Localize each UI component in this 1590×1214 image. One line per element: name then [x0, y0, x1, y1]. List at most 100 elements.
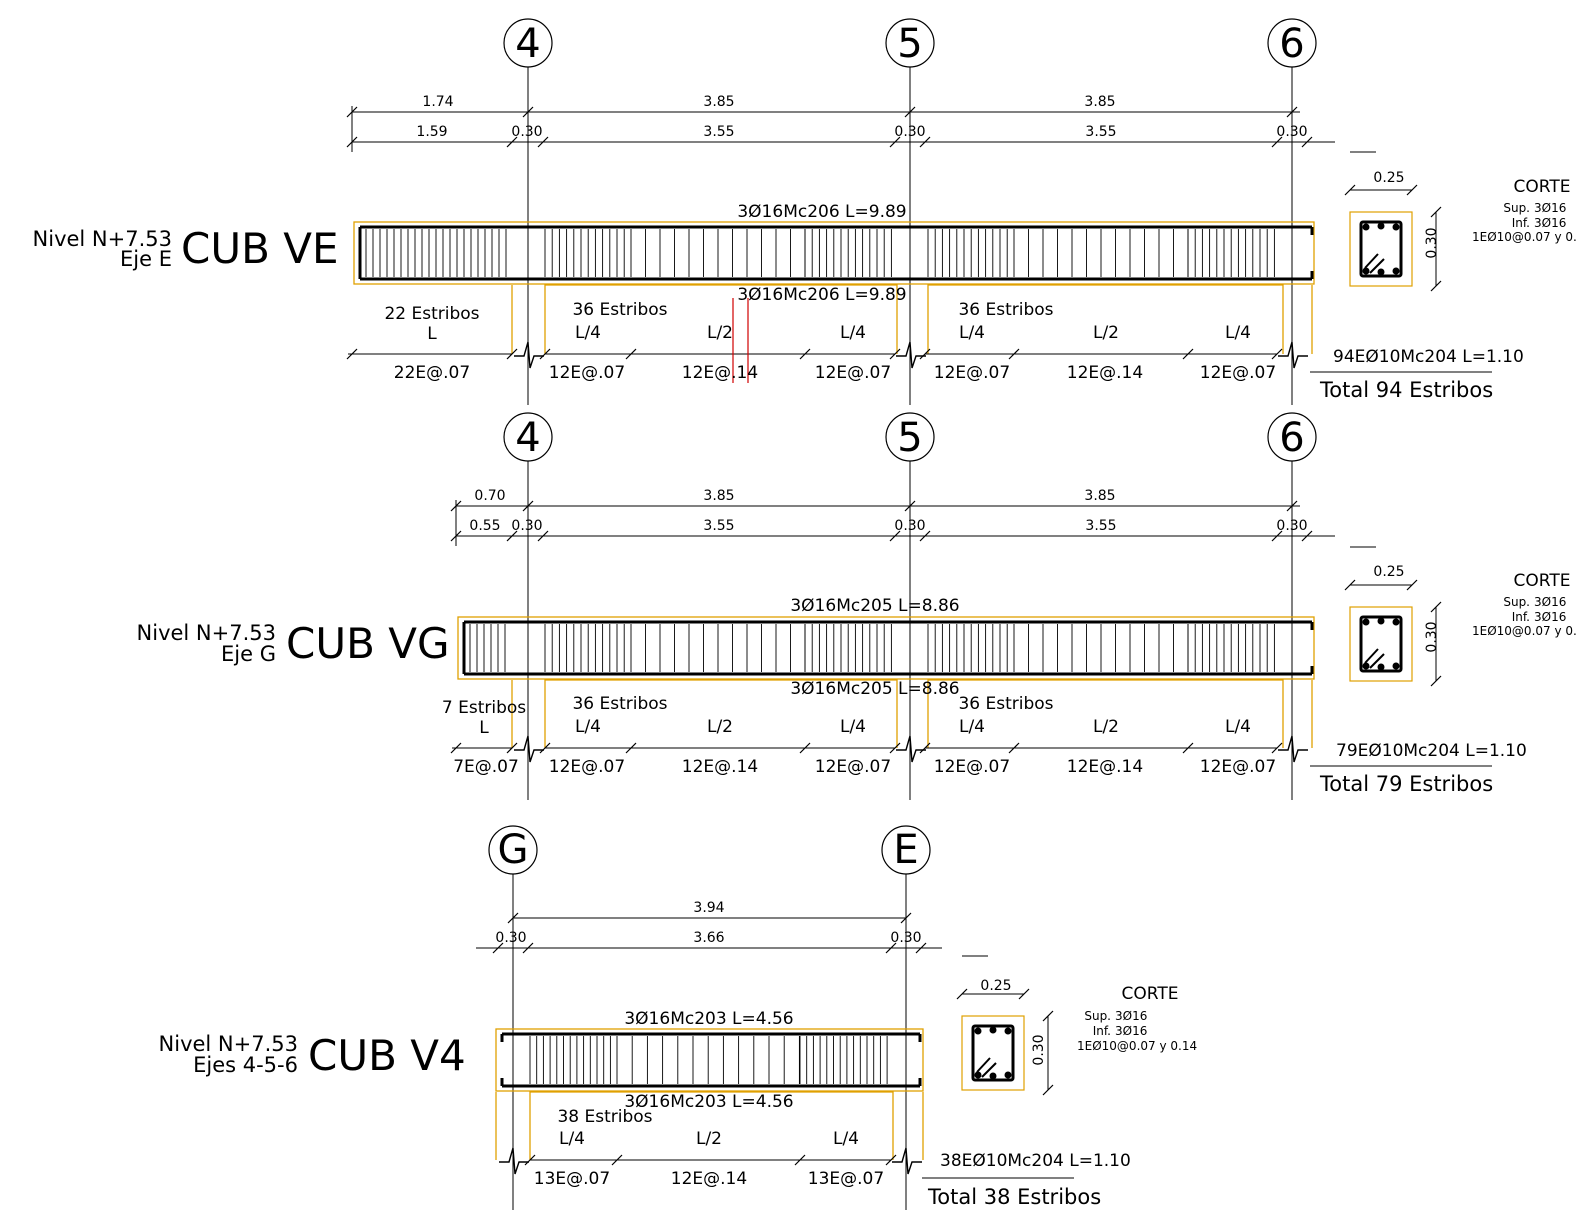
spacing-label: 12E@.14: [682, 757, 758, 777]
dimension-tick: [1008, 742, 1020, 754]
beam-cover: [495, 1028, 924, 1092]
dimension-label: 0.30: [495, 930, 526, 946]
dimension-label: 0.30: [1276, 124, 1307, 140]
axis-bubble-label: 4: [515, 21, 540, 67]
dimension-tick: [799, 742, 811, 754]
dimension-tick: [1301, 530, 1313, 542]
section-sup-label: Sup.: [1503, 201, 1530, 215]
break-symbol: [892, 1147, 922, 1175]
section-stirrup: [1359, 615, 1403, 673]
dimension-tick: [799, 348, 811, 360]
dimension-tick: [539, 742, 551, 754]
top-bar-label: 3Ø16Mc206 L=9.89: [737, 202, 906, 222]
dimension-tick: [1344, 579, 1356, 591]
dimension-tick: [889, 742, 901, 754]
section-sup-value: 3Ø16: [1115, 1009, 1147, 1023]
zone-label: L/4: [840, 717, 866, 737]
dimension-tick: [524, 1154, 536, 1166]
section-width-label: 0.25: [1373, 170, 1404, 186]
dimension-tick: [522, 500, 534, 512]
section-bar: [1392, 223, 1400, 231]
section-bar: [1004, 1027, 1012, 1035]
beam-title: CUB V4: [308, 1031, 466, 1080]
dimension-tick: [625, 742, 637, 754]
dimension-tick: [539, 348, 551, 360]
stirrup-total-label: 94EØ10Mc204 L=1.10: [1333, 347, 1524, 367]
section-bar: [974, 1027, 982, 1035]
section-stirrup-label: 1EØ10@0.07 y 0.14: [1077, 1039, 1197, 1053]
section-stirrup-label: 1EØ10@0.07 y 0.: [1472, 230, 1577, 244]
zone-label: L/2: [1093, 323, 1119, 343]
dimension-tick: [611, 1154, 623, 1166]
section-bar: [1377, 663, 1385, 671]
break-symbol: [514, 341, 544, 369]
section-height-label: 0.30: [1031, 1034, 1047, 1065]
level-label: Nivel N+7.53: [137, 621, 276, 645]
dimension-tick: [522, 942, 534, 954]
section-bar: [1362, 618, 1370, 626]
dimension-label: 3.85: [1084, 488, 1115, 504]
axis-bubble-label: 5: [897, 415, 922, 461]
dimension-tick: [919, 136, 931, 148]
beam-title: CUB VG: [286, 619, 450, 668]
stirrup-total-label: 38EØ10Mc204 L=1.10: [940, 1151, 1131, 1171]
spacing-label: 22E@.07: [394, 363, 470, 383]
dimension-tick: [1301, 136, 1313, 148]
dimension-label: 0.30: [894, 518, 925, 534]
section-inf-label: Inf.: [1093, 1024, 1111, 1038]
dimension-tick: [1430, 280, 1442, 292]
dimension-tick: [919, 530, 931, 542]
section-bar: [1362, 223, 1370, 231]
spacing-label: 12E@.07: [549, 757, 625, 777]
level-label: Nivel N+7.53: [159, 1032, 298, 1056]
break-symbol: [1278, 735, 1308, 763]
dimension-tick: [889, 530, 901, 542]
dimension-label: 3.55: [1085, 124, 1116, 140]
dimension-tick: [1182, 348, 1194, 360]
zone-label: L/4: [575, 717, 601, 737]
stirrup-total-label: 79EØ10Mc204 L=1.10: [1336, 741, 1527, 761]
section-sup-label: Sup.: [1503, 595, 1530, 609]
spacing-label: 12E@.14: [671, 1169, 747, 1189]
dimension-tick: [900, 912, 912, 924]
section-bar: [1362, 267, 1370, 275]
dimension-tick: [1042, 1010, 1054, 1022]
dimension-tick: [1430, 675, 1442, 687]
section-hook: [1364, 648, 1379, 664]
spacing-label: 12E@.14: [682, 363, 758, 383]
cover-line: [927, 679, 1284, 748]
bottom-bar-label: 3Ø16Mc205 L=8.86: [790, 679, 959, 699]
stirrup-group-title: 7 Estribos: [442, 698, 526, 718]
beam-cover: [457, 616, 1315, 680]
section-title: CORTE: [1122, 984, 1179, 1004]
dimension-tick: [1430, 601, 1442, 613]
dimension-tick: [1406, 184, 1418, 196]
dimension-tick: [889, 348, 901, 360]
dimension-tick: [1018, 988, 1030, 1000]
section-sup-label: Sup.: [1084, 1009, 1111, 1023]
section-bar: [1004, 1071, 1012, 1079]
zone-label: L/2: [707, 717, 733, 737]
section-outline: [1349, 606, 1413, 682]
dimension-label: 0.30: [511, 518, 542, 534]
axis-bubble-label: 4: [515, 415, 540, 461]
axis-bubble-label: 6: [1279, 415, 1304, 461]
dimension-label: 3.85: [703, 94, 734, 110]
section-title: CORTE: [1514, 177, 1571, 197]
spacing-label: 7E@.07: [453, 757, 519, 777]
dimension-tick: [506, 136, 518, 148]
stirrup-group-sub: L: [479, 718, 489, 738]
stirrup-group-title: 36 Estribos: [958, 694, 1053, 714]
dimension-tick: [915, 942, 927, 954]
dimension-tick: [506, 530, 518, 542]
dimension-tick: [1344, 184, 1356, 196]
spacing-label: 12E@.07: [934, 363, 1010, 383]
section-height-label: 0.30: [1424, 621, 1440, 652]
section-inf-value: 3Ø16: [1115, 1024, 1147, 1038]
dimension-tick: [506, 742, 518, 754]
dimension-tick: [1271, 530, 1283, 542]
section-hook: [1364, 253, 1379, 269]
zone-label: L/4: [840, 323, 866, 343]
section-title: CORTE: [1514, 571, 1571, 591]
beam-vg: Nivel N+7.53 Eje G CUB VG 4 5 6 0.70 3.8…: [137, 415, 1577, 796]
